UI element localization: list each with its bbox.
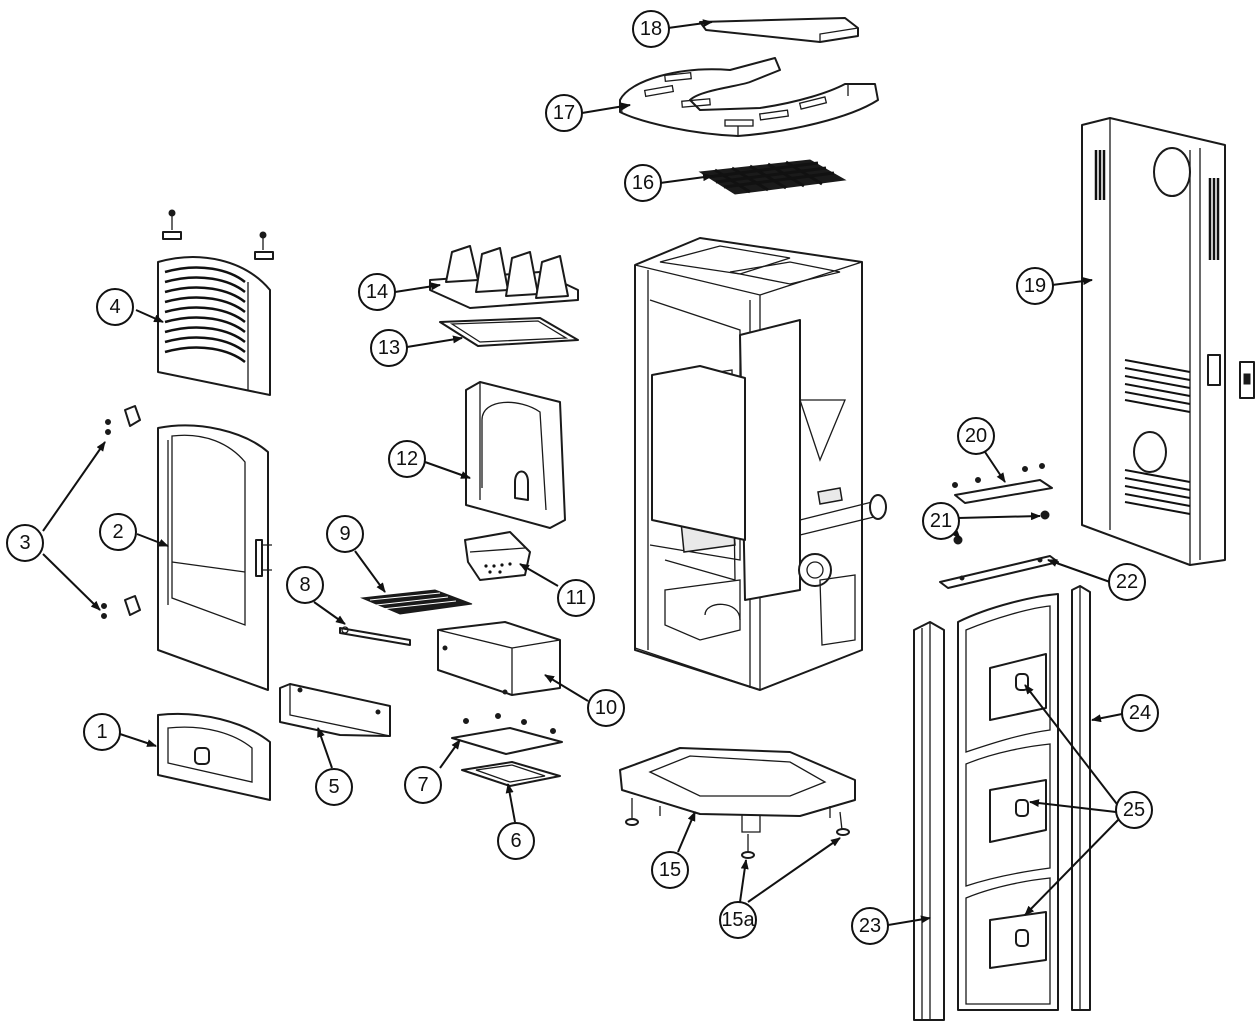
part-13-gasket xyxy=(439,317,579,347)
svg-text:25: 25 xyxy=(1123,799,1145,821)
svg-text:16: 16 xyxy=(632,172,654,194)
svg-text:15: 15 xyxy=(659,859,681,881)
svg-text:1: 1 xyxy=(96,721,107,743)
part-23-side-column xyxy=(913,621,945,1021)
svg-text:13: 13 xyxy=(378,337,400,359)
callout-5: 5 xyxy=(315,768,353,806)
svg-text:20: 20 xyxy=(965,425,987,447)
svg-text:17: 17 xyxy=(553,102,575,124)
callout-1: 1 xyxy=(83,713,121,751)
callout-10: 10 xyxy=(587,689,625,727)
callout-22: 22 xyxy=(1108,563,1146,601)
callout-15a: 15a xyxy=(719,901,757,939)
svg-text:3: 3 xyxy=(19,532,30,554)
part-24-side-strip xyxy=(1071,585,1091,1011)
svg-text:14: 14 xyxy=(366,281,388,303)
part-7-plate xyxy=(451,713,563,755)
svg-text:6: 6 xyxy=(510,830,521,852)
part-17-top-frame xyxy=(619,57,879,137)
callout-20: 20 xyxy=(957,417,995,455)
part-25-tile-panel xyxy=(957,593,1059,1011)
callout-23: 23 xyxy=(851,907,889,945)
part-20-bracket xyxy=(952,463,1053,504)
callout-7: 7 xyxy=(404,766,442,804)
callout-17: 17 xyxy=(545,94,583,132)
svg-text:7: 7 xyxy=(417,774,428,796)
stove-body-frame xyxy=(634,237,887,691)
callout-18: 18 xyxy=(632,10,670,48)
callout-11: 11 xyxy=(557,579,595,617)
part-6-gasket-frame xyxy=(461,761,561,787)
part-4-front-grille xyxy=(157,209,274,396)
callout-24: 24 xyxy=(1121,694,1159,732)
callout-8: 8 xyxy=(286,566,324,604)
svg-text:11: 11 xyxy=(566,587,587,609)
callout-13: 13 xyxy=(370,329,408,367)
leader-lines xyxy=(42,19,1123,926)
part-19-rear-panel xyxy=(1081,117,1255,566)
callout-19: 19 xyxy=(1016,267,1054,305)
svg-text:2: 2 xyxy=(112,521,123,543)
part-15-base xyxy=(619,747,856,859)
part-9-grate xyxy=(360,589,473,615)
svg-text:22: 22 xyxy=(1116,571,1138,593)
part-5-bracket xyxy=(279,683,391,737)
callout-15: 15 xyxy=(651,851,689,889)
callout-3: 3 xyxy=(6,524,44,562)
part-8-rod xyxy=(339,626,411,646)
svg-text:15a: 15a xyxy=(721,909,755,931)
callout-6: 6 xyxy=(497,822,535,860)
svg-text:10: 10 xyxy=(595,697,617,719)
part-14-baffle-block xyxy=(429,245,579,309)
svg-text:5: 5 xyxy=(328,776,339,798)
part-10-ash-drawer xyxy=(437,621,561,696)
part-22-rail xyxy=(939,555,1059,589)
svg-text:4: 4 xyxy=(109,296,120,318)
callout-9: 9 xyxy=(326,515,364,553)
part-11-burn-pot xyxy=(464,531,531,581)
svg-text:23: 23 xyxy=(859,915,881,937)
svg-text:18: 18 xyxy=(640,18,662,40)
part-1-lower-panel xyxy=(157,712,271,801)
svg-text:12: 12 xyxy=(396,448,418,470)
svg-text:24: 24 xyxy=(1129,702,1151,724)
part-2-door xyxy=(101,405,272,691)
callout-21: 21 xyxy=(922,502,960,540)
svg-text:21: 21 xyxy=(930,510,952,532)
svg-text:8: 8 xyxy=(299,574,310,596)
callout-12: 12 xyxy=(388,440,426,478)
callout-2: 2 xyxy=(99,513,137,551)
part-18-top-cover xyxy=(699,17,859,43)
part-12-firebox-lining xyxy=(465,381,566,529)
callout-4: 4 xyxy=(96,288,134,326)
callout-14: 14 xyxy=(358,273,396,311)
callout-25: 25 xyxy=(1115,791,1153,829)
callout-16: 16 xyxy=(624,164,662,202)
part-16-mesh-grid xyxy=(698,159,847,195)
svg-text:9: 9 xyxy=(339,523,350,545)
svg-text:19: 19 xyxy=(1024,275,1046,297)
